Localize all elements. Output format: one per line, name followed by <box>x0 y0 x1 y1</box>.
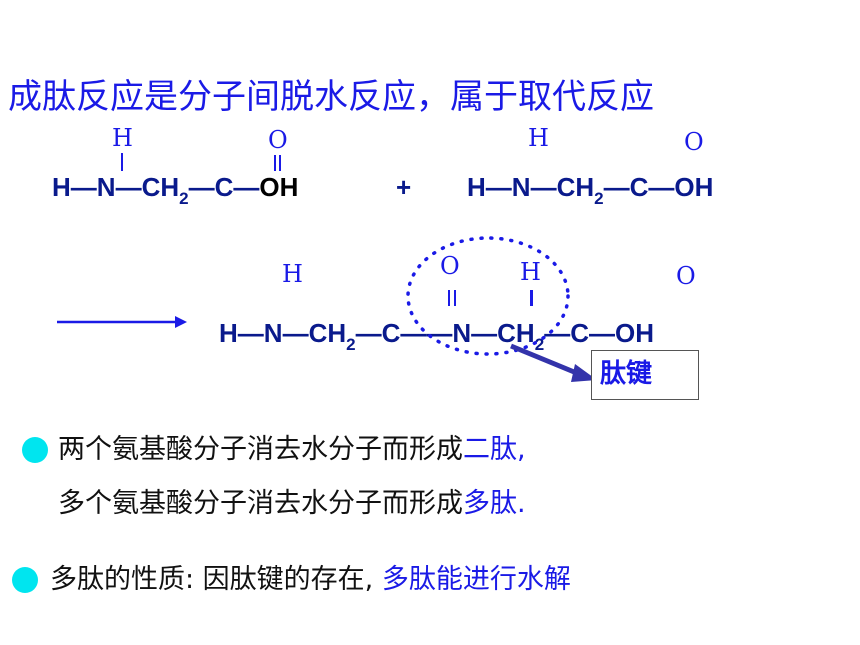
bullet1-line2-prefix: 多个氨基酸分子消去水分子而形成 <box>58 488 463 519</box>
bullet-dot-2 <box>12 567 38 593</box>
reactant1-chain: H—N—CH2—C—OH <box>52 172 299 208</box>
bullet2-prefix: 多肽的性质: 因肽键的存在, <box>50 564 374 595</box>
product-sub2a: 2 <box>346 335 356 354</box>
reactant1-o-top: O <box>268 126 288 154</box>
reactant1-sub2: 2 <box>179 189 189 208</box>
plus-sign: + <box>396 172 412 202</box>
product-sub2b: 2 <box>534 335 545 354</box>
reactant1-oh: OH <box>259 172 299 202</box>
reactant2-sub2: 2 <box>594 189 604 208</box>
product-n1: N <box>263 318 283 348</box>
reactant2-h: H <box>467 172 486 202</box>
bullet1-line1-suffix: , <box>517 434 526 465</box>
peptide-bond-label: 肽键 <box>600 359 653 389</box>
product-h: H <box>219 318 238 348</box>
product-o-top-2: O <box>676 262 696 290</box>
reactant2-ch: CH <box>556 172 595 202</box>
reactant1-c: C <box>214 172 234 202</box>
product-co-bond-b <box>454 290 456 306</box>
bullet1-line2: 多个氨基酸分子消去水分子而形成多肽. <box>58 490 526 517</box>
reactant1-co-bond-b <box>279 155 281 171</box>
product-h-top-2: H <box>520 258 541 286</box>
reaction-arrow <box>57 316 187 328</box>
bullet2-line: 多肽的性质: 因肽键的存在, 多肽能进行水解 <box>50 566 571 593</box>
product-co-bond-a <box>448 290 450 306</box>
product-nh-bond <box>530 290 533 306</box>
reactant1-nh-bond <box>121 153 123 171</box>
peptide-bond-label-box: 肽键 <box>591 350 699 400</box>
bullet1-line1: 两个氨基酸分子消去水分子而形成二肽, <box>58 436 526 463</box>
reactant2-oh: OH <box>674 172 714 202</box>
reactant1-h: H <box>52 172 71 202</box>
bullet1-line1-highlight: 二肽 <box>463 434 517 465</box>
product-chain: H—N—CH2—C——N—CH2—C—OH <box>219 318 654 354</box>
product-ch1: CH <box>308 318 347 348</box>
product-c2: C <box>570 318 589 348</box>
bullet1-line1-prefix: 两个氨基酸分子消去水分子而形成 <box>58 434 463 465</box>
bullet2-highlight: 多肽能进行水解 <box>381 564 571 595</box>
reactant2-c: C <box>629 172 649 202</box>
reactant1-n: N <box>96 172 116 202</box>
reactant1-ch: CH <box>141 172 180 202</box>
slide-title: 成肽反应是分子间脱水反应，属于取代反应 <box>8 77 654 117</box>
product-o-top-1: O <box>440 252 460 280</box>
reactant2-o-top: O <box>684 128 704 156</box>
product-c1: C <box>381 318 401 348</box>
reactant2-h-top: H <box>528 124 549 152</box>
peptide-bond-highlight-circle <box>406 236 570 356</box>
bullet1-line2-suffix: . <box>517 488 526 519</box>
reactant2-n: N <box>511 172 531 202</box>
bullet1-line2-highlight: 多肽 <box>463 488 517 519</box>
peptide-bond-pointer-arrow <box>510 343 597 382</box>
product-oh: OH <box>614 318 654 348</box>
reactant1-co-bond-a <box>274 155 276 171</box>
product-n2: N <box>452 318 472 348</box>
reactant1-h-top: H <box>112 124 133 152</box>
reactant2-chain: H—N—CH2—C—OH <box>467 172 714 208</box>
bullet-dot-1 <box>22 437 48 463</box>
product-ch2: CH <box>497 318 535 348</box>
product-h-top-1: H <box>282 260 303 288</box>
